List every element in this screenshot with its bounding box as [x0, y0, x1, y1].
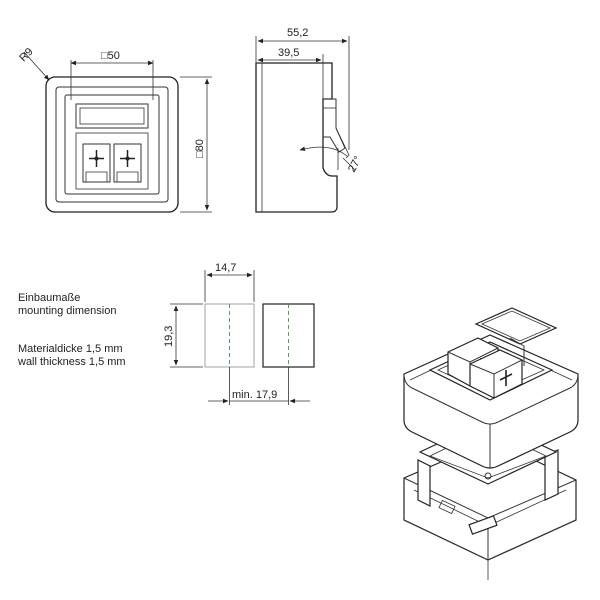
body-depth-label: 39,5: [278, 47, 299, 59]
mounting-dimension-en: mounting dimension: [18, 305, 116, 317]
label-window: [75, 103, 149, 129]
angle-label: 27°: [346, 154, 364, 174]
wall-thickness-de: Materialdicke 1,5 mm: [18, 343, 123, 355]
cross-icon: [499, 370, 513, 386]
faceplate: [64, 94, 160, 195]
overall-depth-label: 55,2: [287, 27, 308, 39]
port-right: [113, 143, 142, 183]
height-label: □80: [194, 139, 206, 158]
label-window-inner: [79, 107, 145, 125]
outer-frame: [45, 76, 179, 213]
min-spacing-label: min. 17,9: [232, 389, 277, 401]
port-left: [82, 143, 111, 183]
radius-leader: [23, 51, 50, 81]
cutout-width-label: 14,7: [215, 262, 236, 274]
shutter-right: [469, 349, 523, 399]
port-area: [75, 132, 149, 190]
front-view: R9 □50 □80: [17, 46, 212, 213]
label-window-raised: [474, 307, 558, 345]
mounting-view: 14,7 19,3 min. 17,9 Einbaumaße mounting …: [17, 262, 315, 405]
angle-arc: [299, 146, 348, 157]
cutout-height-label: 19,3: [163, 326, 175, 347]
isometric-view: [403, 307, 579, 580]
shutter-profile: [323, 98, 346, 153]
wall-thickness-en: wall thickness 1,5 mm: [17, 356, 126, 368]
side-body: [255, 62, 338, 213]
inner-frame: [55, 86, 169, 203]
width-label: □50: [101, 50, 120, 62]
screw-hole: [484, 472, 492, 480]
mounting-dimension-de: Einbaumaße: [18, 292, 80, 304]
side-view: 55,2 39,5 27°: [255, 27, 364, 213]
